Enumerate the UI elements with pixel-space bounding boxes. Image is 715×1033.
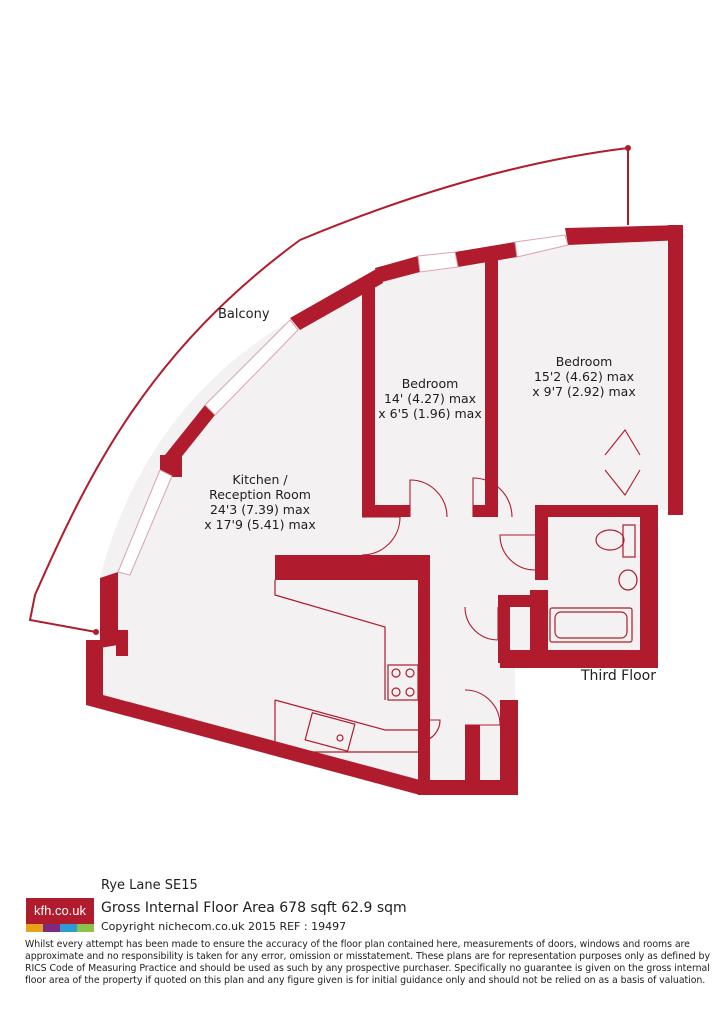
room-dims: 15'2 (4.62) max (533, 369, 635, 384)
balcony-post (93, 629, 99, 635)
balcony-label: Balcony (218, 307, 270, 322)
floor-label: Third Floor (581, 668, 656, 684)
kitchen-fittings (274, 580, 419, 753)
property-address: Rye Lane SE15 (101, 878, 198, 893)
room-name: Bedroom (555, 354, 613, 369)
interior-walls (275, 255, 645, 780)
logo-text: kfh.co.uk (26, 898, 94, 924)
room-name: Kitchen / (232, 472, 288, 487)
floor-plan (28, 145, 683, 795)
kitchen-reception-label: Kitchen / Reception Room 24'3 (7.39) max… (204, 472, 315, 532)
room-dims: x 9'7 (2.92) max (532, 384, 636, 399)
copyright-ref: Copyright nichecom.co.uk 2015 REF : 1949… (101, 920, 347, 933)
door-swings (361, 429, 641, 743)
logo-bar-segment (26, 924, 43, 932)
logo-color-bar (26, 924, 94, 932)
windows (117, 234, 569, 576)
room-dims: x 17'9 (5.41) max (204, 517, 316, 532)
balcony-post (625, 145, 631, 151)
kfh-logo: kfh.co.uk (26, 898, 94, 932)
room-name: Bedroom (401, 376, 459, 391)
room-name: Reception Room (209, 487, 311, 502)
room-dims: 14' (4.27) max (383, 391, 477, 406)
room-dims: 24'3 (7.39) max (209, 502, 311, 517)
logo-bar-segment (43, 924, 60, 932)
logo-bar-segment (60, 924, 77, 932)
logo-bar-segment (77, 924, 94, 932)
floor-area-summary: Gross Internal Floor Area 678 sqft 62.9 … (101, 900, 407, 916)
room-dims: x 6'5 (1.96) max (378, 406, 482, 421)
disclaimer-text: Whilst every attempt has been made to en… (25, 939, 710, 986)
bedroom-large-label: Bedroom 15'2 (4.62) max x 9'7 (2.92) max (532, 354, 635, 399)
bathroom-fittings (549, 524, 638, 643)
bedroom-small-label: Bedroom 14' (4.27) max x 6'5 (1.96) max (378, 376, 481, 421)
balcony-outline (28, 146, 629, 633)
